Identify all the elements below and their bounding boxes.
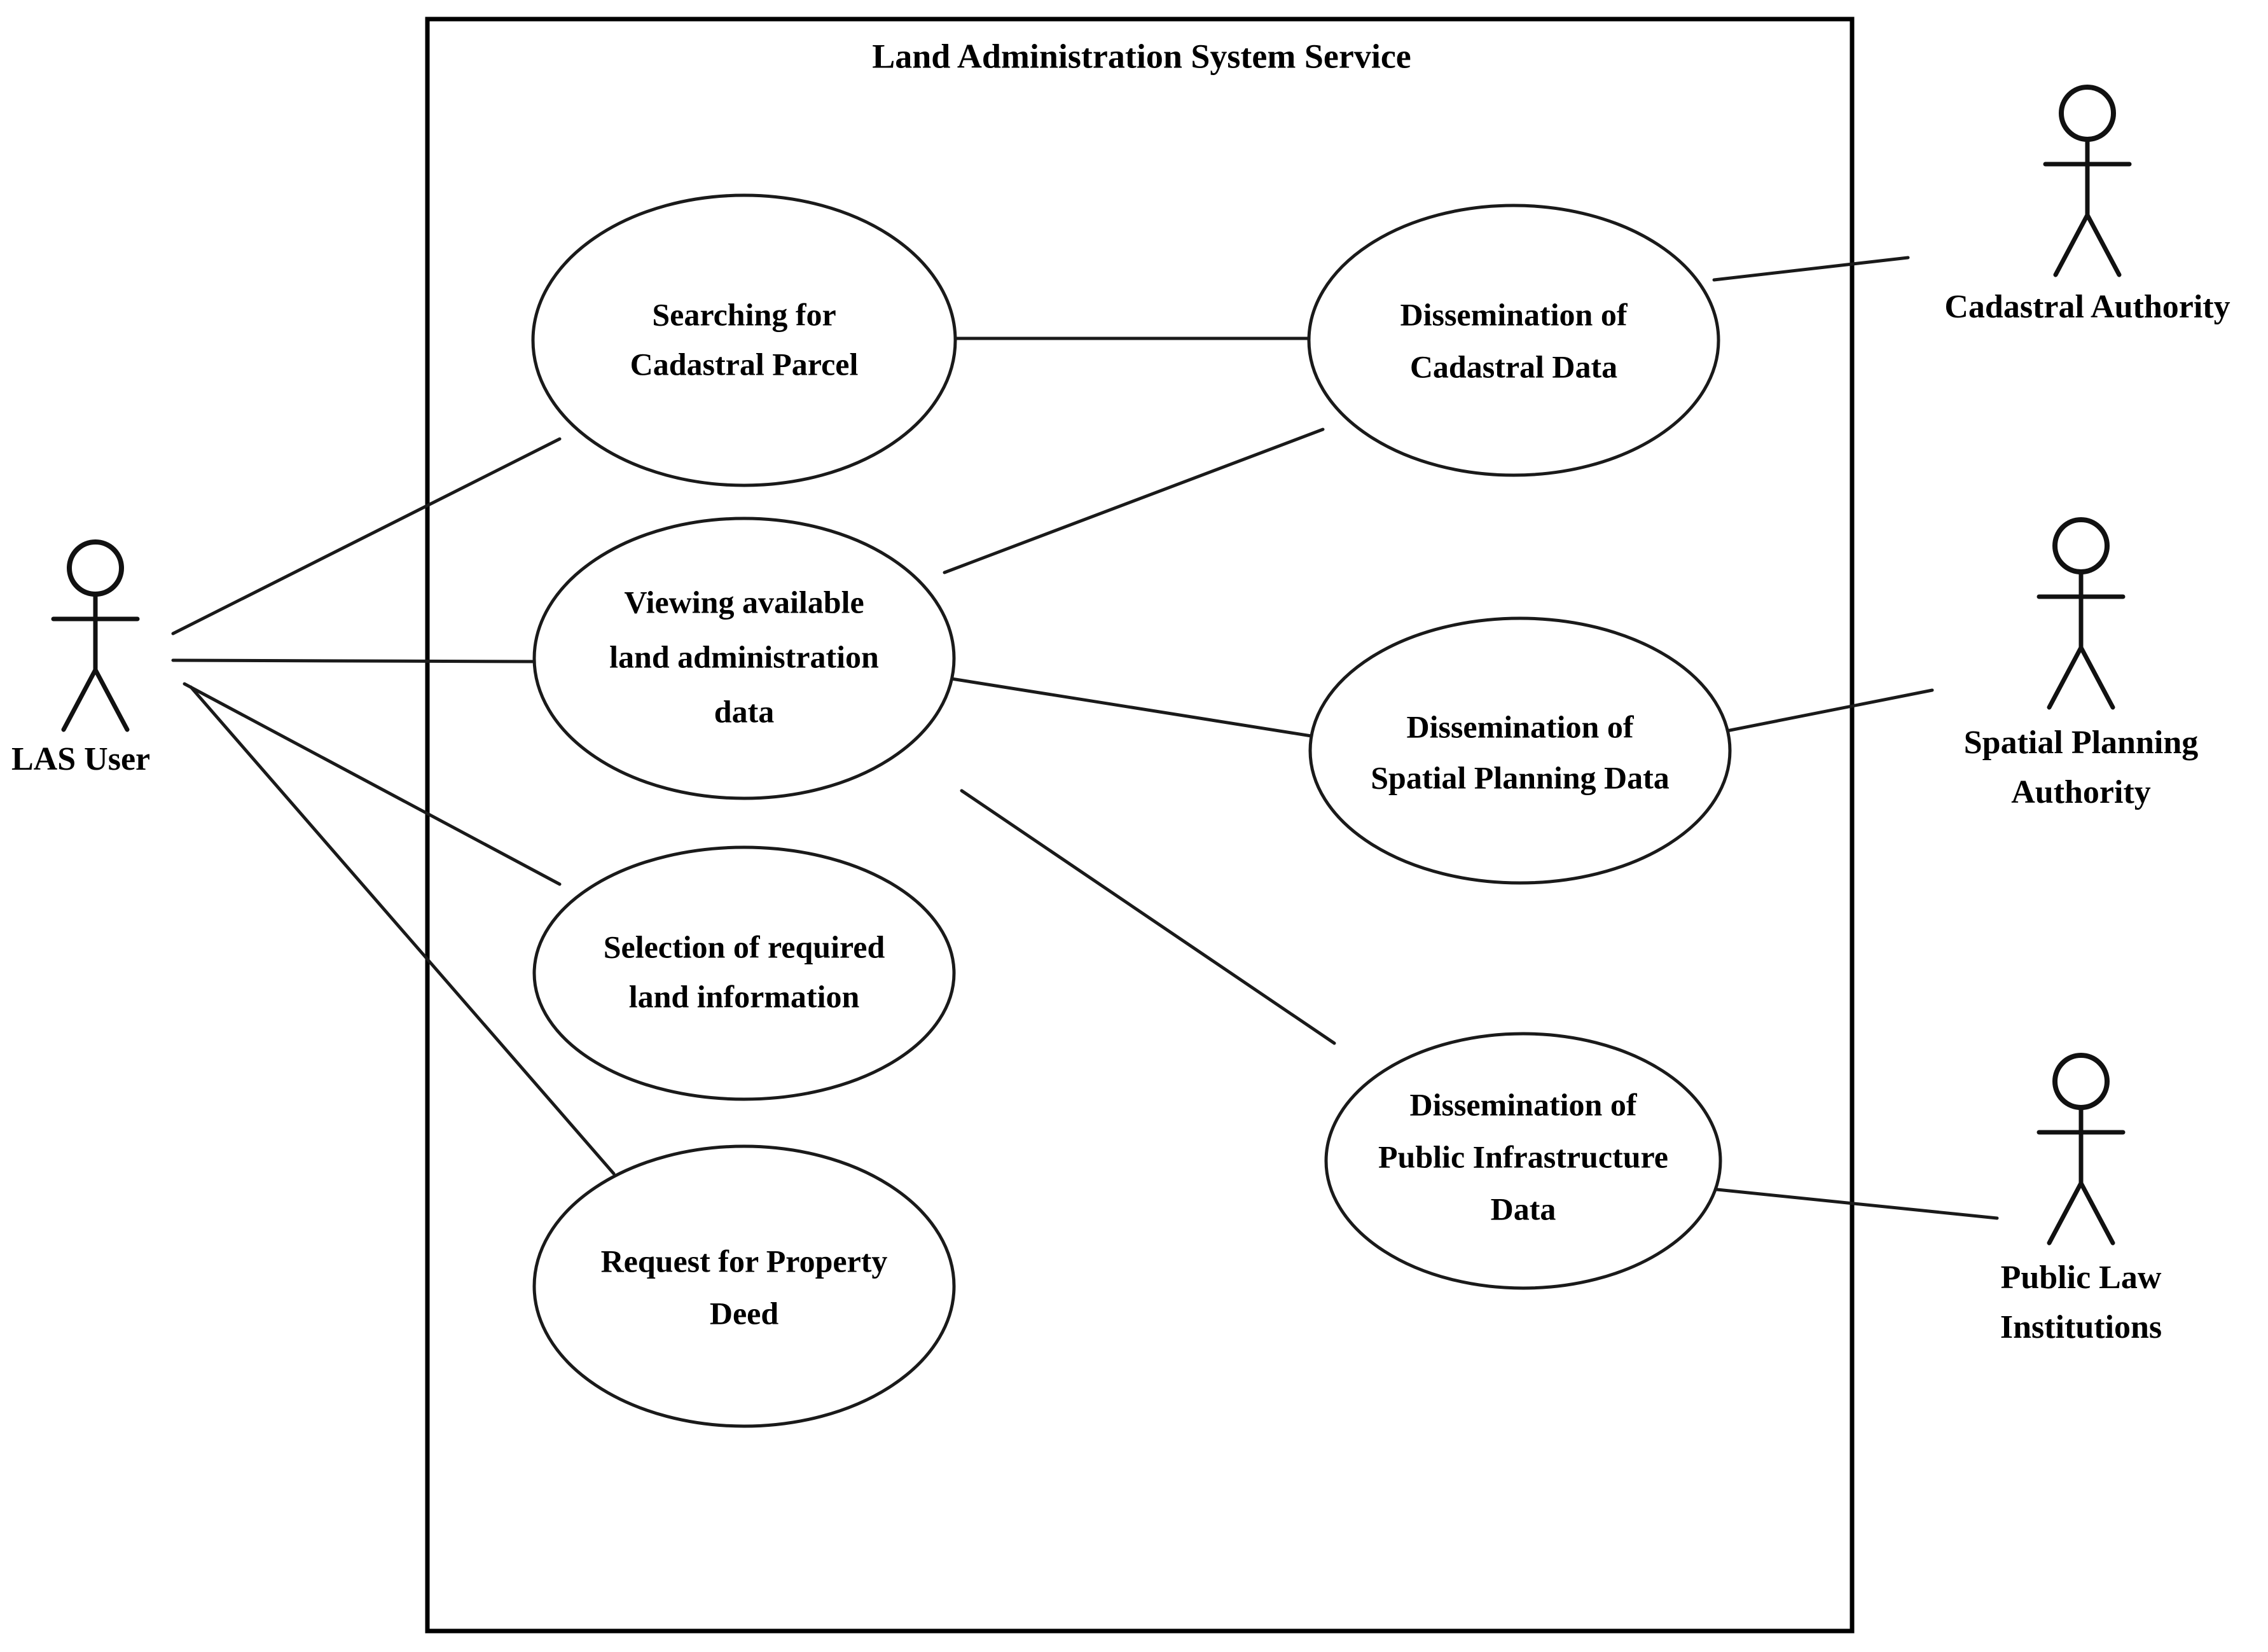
actor-leg-right-icon	[2078, 645, 2115, 710]
use-case-label-line-2: land administration	[609, 639, 879, 674]
actor-spatial-planning-authority[interactable]: Spatial Planning Authority	[1964, 517, 2198, 810]
use-case-label-line-2: Cadastral Data	[1410, 349, 1617, 384]
use-case-request-for-property-deed[interactable]: Request for Property Deed	[532, 1144, 956, 1428]
actor-label-line-2: Institutions	[2000, 1309, 2162, 1345]
use-case-label-line-1: Dissemination of	[1407, 709, 1635, 744]
actor-head-icon	[2059, 85, 2116, 142]
use-case-ellipse	[532, 845, 956, 1101]
use-case-label-line-2: Deed	[710, 1295, 778, 1331]
actor-leg-left-icon	[2047, 1181, 2084, 1246]
use-case-ellipse	[1308, 616, 1732, 885]
use-case-dissemination-of-spatial-planning-data[interactable]: Dissemination of Spatial Planning Data	[1308, 616, 1732, 885]
use-case-dissemination-of-public-infrastructure-data[interactable]: Dissemination of Public Infrastructure D…	[1324, 1032, 1722, 1290]
actor-leg-right-icon	[2085, 212, 2122, 277]
actor-leg-right-icon	[93, 667, 130, 732]
use-case-label-line-1: Request for Property	[601, 1243, 888, 1279]
use-case-ellipse	[1307, 204, 1720, 477]
use-case-label-line-2: land information	[629, 978, 860, 1014]
use-case-searching-cadastral-parcel[interactable]: Searching for Cadastral Parcel	[531, 193, 957, 487]
use-case-label-line-1: Viewing available	[624, 584, 864, 620]
system-boundary-box	[425, 17, 1855, 1634]
association-las-user-to-selection-land-information	[183, 682, 562, 886]
use-case-viewing-available-land-administration-data[interactable]: Viewing available land administration da…	[532, 517, 956, 800]
use-case-label-line-1: Searching for	[652, 296, 836, 332]
actor-leg-left-icon	[2047, 645, 2084, 710]
use-case-label-line-2: Spatial Planning Data	[1371, 760, 1670, 795]
actor-leg-right-icon	[2078, 1181, 2115, 1246]
association-dissemination-public-infra-to-public-law-institutions	[1715, 1188, 1999, 1220]
actor-head-icon	[2052, 1053, 2110, 1110]
use-case-label-line-1: Selection of required	[604, 929, 885, 964]
use-case-label-line-2: Public Infrastructure	[1378, 1139, 1668, 1174]
association-las-user-to-searching-cadastral-parcel	[171, 437, 562, 635]
actor-leg-left-icon	[61, 667, 98, 732]
association-dissemination-spatial-to-spatial-planning-authority	[1722, 688, 1934, 733]
use-case-label-line-3: Data	[1491, 1191, 1556, 1226]
actor-label-line-2: Authority	[2011, 774, 2151, 810]
use-case-ellipse	[1324, 1032, 1722, 1290]
use-case-ellipse	[532, 1144, 956, 1428]
use-case-label-line-1: Dissemination of	[1410, 1086, 1638, 1122]
actor-head-icon	[67, 539, 124, 597]
actor-label-line-1: Spatial Planning	[1964, 725, 2198, 761]
use-case-ellipse	[531, 193, 957, 487]
use-case-selection-of-required-land-information[interactable]: Selection of required land information	[532, 845, 956, 1101]
association-viewing-to-dissemination-public-infrastructure	[960, 789, 1336, 1045]
association-las-user-to-request-property-deed	[189, 685, 616, 1176]
association-dissemination-cadastral-to-cadastral-authority	[1712, 256, 1910, 282]
actor-label-line-1: Public Law	[2001, 1260, 2162, 1296]
system-boundary-title: Land Administration System Service	[872, 37, 1411, 75]
use-case-label-line-2: Cadastral Parcel	[630, 346, 859, 382]
actor-head-icon	[2052, 517, 2110, 574]
actor-label-line-1: LAS User	[11, 741, 150, 777]
use-case-label-line-1: Dissemination of	[1400, 296, 1628, 332]
actor-cadastral-authority[interactable]: Cadastral Authority	[1944, 85, 2230, 325]
actor-label-line-1: Cadastral Authority	[1944, 289, 2230, 325]
actor-leg-left-icon	[2053, 212, 2090, 277]
actor-las-user[interactable]: LAS User	[11, 539, 150, 777]
association-viewing-to-dissemination-cadastral	[943, 427, 1325, 574]
use-case-label-line-3: data	[714, 693, 774, 729]
use-case-ellipse	[532, 517, 956, 800]
actor-public-law-institutions[interactable]: Public Law Institutions	[2000, 1053, 2162, 1345]
association-las-user-to-viewing-data	[171, 658, 537, 663]
association-viewing-to-dissemination-spatial-planning	[946, 676, 1317, 739]
use-case-dissemination-of-cadastral-data[interactable]: Dissemination of Cadastral Data	[1307, 204, 1720, 477]
